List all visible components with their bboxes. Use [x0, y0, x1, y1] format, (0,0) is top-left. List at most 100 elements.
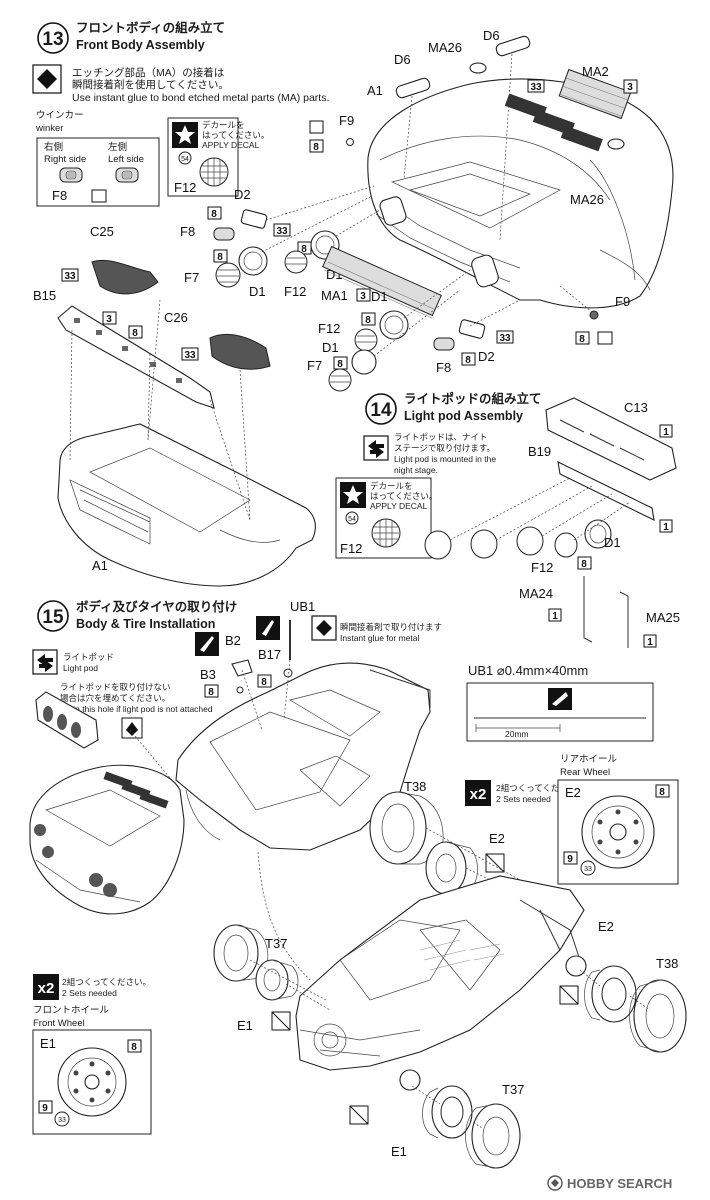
part-B2	[231, 659, 253, 677]
step-15-number: 15	[42, 607, 64, 628]
svg-text:8: 8	[261, 677, 267, 688]
svg-text:x2: x2	[38, 980, 55, 997]
svg-text:8: 8	[581, 559, 587, 570]
sets-en-front: 2 Sets needed	[62, 988, 117, 998]
svg-text:33: 33	[276, 226, 288, 237]
no-glue-icon-2	[271, 1011, 291, 1031]
rear-wheel-drawing	[581, 795, 655, 869]
label-T38-top: T38	[404, 779, 426, 794]
fill-note-en: Fill in this hole if light pod is not at…	[60, 704, 213, 714]
left-side-en: Left side	[108, 154, 144, 165]
part-D6-right	[495, 35, 531, 57]
svg-text:33: 33	[499, 333, 511, 344]
sets-ja-rear: 2組つくってください。	[496, 783, 585, 793]
step-14-number: 14	[370, 400, 392, 421]
svg-text:8: 8	[659, 787, 665, 798]
glue-note-ja-1: エッチング部品（MA）の接着は	[72, 66, 224, 79]
paint-chip-3-MA1: 3	[356, 288, 371, 302]
label-F12-top: F12	[284, 284, 306, 299]
svg-text:1: 1	[663, 427, 669, 438]
paint-chip-1-C13: 1	[659, 424, 673, 438]
svg-text:33: 33	[184, 350, 196, 361]
part-C26	[209, 333, 271, 370]
part-MA26-right	[607, 138, 625, 150]
step-14-badge	[365, 393, 397, 425]
label-B3: B3	[200, 667, 216, 682]
svg-text:3: 3	[360, 291, 366, 302]
pod-note-en-2: night stage.	[394, 465, 438, 475]
paint-chip-1-MA25: 1	[643, 634, 657, 648]
right-side-ja: 右側	[44, 141, 63, 153]
label-F12-decal14: F12	[340, 541, 362, 556]
lightpod-swap-icon-15	[32, 649, 58, 675]
no-glue-icon-3	[559, 985, 579, 1005]
label-C13: C13	[624, 400, 648, 415]
decal-number-badge	[178, 151, 192, 165]
lightpod-ja: ライトポッド	[63, 652, 114, 662]
rear-wheel-ja: リアホイール	[560, 754, 618, 765]
svg-text:49: 49	[93, 192, 105, 203]
step-13-title-en: Front Body Assembly	[76, 38, 205, 52]
front-body-A1	[367, 78, 674, 309]
part-F8-top	[213, 227, 235, 241]
svg-text:9: 9	[567, 854, 573, 865]
fill-note-ja-1: ライトポッドを取り付けない	[60, 682, 171, 692]
paint-brush-icon	[195, 632, 219, 656]
label-F9-right: F9	[615, 294, 630, 309]
x2-badge-front: x2	[33, 974, 59, 1000]
label-MA26-left: MA26	[428, 40, 462, 55]
rear-wheel-en: Rear Wheel	[560, 767, 610, 778]
paint-chip-33-D2-low: 33	[496, 330, 514, 344]
svg-text:49: 49	[599, 334, 611, 345]
decal14-ja-1: デカールを	[370, 481, 413, 491]
paint-chip-8-B3: 8	[204, 684, 219, 698]
part-MA1	[322, 245, 442, 317]
label-F7-low: F7	[307, 358, 322, 373]
paint-chip-3-MA2: 3	[623, 79, 638, 94]
watermark-text: HOBBY SEARCH	[567, 1176, 672, 1191]
label-D2-low: D2	[478, 349, 495, 364]
front-wheel-drawing	[57, 1047, 127, 1117]
part-F7-low	[328, 368, 352, 392]
paint-chip-49-F9-right: 49	[597, 331, 613, 345]
paint-chip-33-D2-top: 33	[273, 223, 291, 237]
front-wheel-en: Front Wheel	[33, 1018, 85, 1029]
decal-note-en: APPLY DECAL	[202, 140, 260, 150]
svg-text:54: 54	[181, 156, 189, 163]
fill-note-ja-2: 場合は穴を埋めてください。	[60, 693, 170, 703]
part-MA26-left	[469, 62, 487, 74]
label-MA1: MA1	[321, 288, 348, 303]
label-A1-front: A1	[367, 83, 383, 98]
ub1-length: 20mm	[505, 729, 529, 739]
svg-text:1: 1	[663, 522, 669, 533]
label-C26: C26	[164, 310, 188, 325]
svg-text:8: 8	[208, 687, 214, 698]
step-13-title-ja: フロントボディの組み立て	[76, 20, 225, 35]
part-F12-top	[284, 250, 308, 274]
part-F8-low	[433, 337, 455, 351]
paint-chip-33-C26: 33	[181, 347, 199, 361]
svg-text:33: 33	[530, 82, 542, 93]
part-C25	[91, 259, 159, 295]
tire-T37-bottom	[465, 1103, 521, 1169]
label-A1-rear: A1	[92, 558, 108, 573]
chassis	[295, 875, 587, 1091]
label-E1-bottom: E1	[391, 1144, 407, 1159]
paint-chip-8-rear-wheel: 8	[655, 784, 670, 798]
metal-glue-ja: 瞬間接着剤で取り付けます	[340, 622, 442, 632]
label-E2-top: E2	[489, 831, 505, 846]
star-icon-14	[340, 482, 366, 508]
svg-text:x2: x2	[470, 786, 487, 803]
wheel-E1-bottom	[422, 1085, 473, 1139]
svg-text:8: 8	[337, 359, 343, 370]
step-14: 14 ライトポッドの組み立て Light pod Assembly ライトポッド…	[335, 391, 680, 648]
label-D2-top: D2	[234, 187, 251, 202]
svg-text:8: 8	[217, 252, 223, 263]
paint-chip-8-B15: 8	[128, 325, 143, 339]
label-F12-14: F12	[531, 560, 553, 575]
front-body-assembled	[29, 764, 185, 915]
svg-text:1: 1	[552, 611, 558, 622]
label-F8-winker: F8	[52, 188, 67, 203]
label-T38-right: T38	[656, 956, 678, 971]
